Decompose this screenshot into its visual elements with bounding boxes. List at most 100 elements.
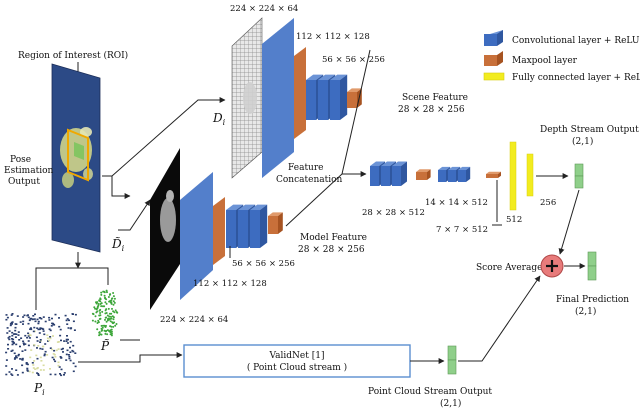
model-point bbox=[101, 310, 104, 313]
scene-point bbox=[33, 344, 36, 346]
scene-point bbox=[67, 327, 70, 329]
model-point bbox=[91, 312, 94, 315]
model-point bbox=[110, 334, 113, 337]
scene-point bbox=[49, 368, 51, 370]
model-point bbox=[99, 333, 102, 336]
scene-point bbox=[26, 363, 29, 366]
model-point bbox=[105, 312, 108, 314]
scene-point bbox=[74, 313, 77, 316]
scene-point bbox=[49, 373, 52, 376]
scene-point bbox=[41, 348, 44, 350]
model-point bbox=[103, 290, 106, 293]
scene-point bbox=[15, 356, 18, 359]
scene-point bbox=[19, 358, 22, 360]
scene-point bbox=[54, 360, 57, 363]
scene-point bbox=[5, 373, 8, 376]
scene-point bbox=[36, 327, 39, 329]
scene-point bbox=[73, 329, 76, 331]
scene-point bbox=[32, 315, 35, 317]
scene-point bbox=[42, 316, 45, 318]
model-point bbox=[109, 320, 112, 323]
scene-point bbox=[10, 350, 13, 352]
scene-point bbox=[33, 360, 36, 362]
scene-point bbox=[58, 325, 61, 328]
scene-point bbox=[23, 314, 26, 317]
scene-point bbox=[63, 372, 66, 374]
scene-point bbox=[49, 336, 52, 338]
scene-point bbox=[53, 349, 56, 352]
scene-point bbox=[11, 313, 14, 315]
scene-point bbox=[51, 348, 54, 351]
scene-point bbox=[51, 356, 54, 359]
scene-point bbox=[36, 357, 39, 360]
scene-point bbox=[64, 314, 67, 317]
model-point bbox=[104, 332, 107, 335]
model-point bbox=[104, 309, 107, 312]
scene-point bbox=[67, 338, 69, 341]
scene-point bbox=[66, 342, 69, 344]
validnet-line1: ValidNet [1] bbox=[269, 351, 325, 361]
legend-conv-swatch bbox=[484, 30, 503, 46]
dim-7x7x512: 7 × 7 × 512 bbox=[436, 225, 488, 235]
scene-point bbox=[22, 316, 25, 318]
scene-point bbox=[15, 323, 18, 325]
scene-depth-image bbox=[231, 17, 263, 179]
scene-point bbox=[38, 328, 41, 331]
scene-point bbox=[37, 320, 40, 323]
scene-point bbox=[7, 348, 10, 350]
scene-point bbox=[74, 352, 77, 354]
model-point bbox=[103, 294, 106, 297]
model-point bbox=[93, 306, 96, 309]
legend-pool-swatch bbox=[484, 51, 503, 66]
scene-point bbox=[69, 346, 71, 349]
scene-point bbox=[56, 341, 59, 343]
scene-point bbox=[42, 328, 45, 330]
scene-point bbox=[39, 369, 42, 371]
scene-point bbox=[48, 339, 51, 342]
scene-point bbox=[68, 319, 70, 322]
scene-point bbox=[11, 374, 14, 376]
scene-point bbox=[51, 322, 54, 325]
scene-point bbox=[6, 316, 9, 319]
legend-fc-swatch bbox=[483, 72, 505, 81]
scene-point bbox=[39, 339, 42, 341]
scene-point bbox=[11, 368, 13, 370]
scene-feature-dim: 28 × 28 × 256 bbox=[398, 105, 465, 115]
scene-point bbox=[59, 356, 62, 358]
scene-point bbox=[38, 317, 41, 319]
pose-label-2: Estimation bbox=[4, 166, 53, 176]
bottom-pool-1 bbox=[213, 197, 225, 265]
scene-point bbox=[42, 345, 45, 348]
scene-point bbox=[52, 335, 54, 337]
model-point bbox=[110, 302, 113, 305]
model-point bbox=[109, 293, 112, 296]
model-point bbox=[109, 315, 112, 318]
scene-point bbox=[59, 373, 61, 375]
model-point bbox=[98, 309, 101, 312]
scene-point bbox=[28, 333, 31, 336]
model-point bbox=[94, 320, 97, 323]
scene-point bbox=[22, 340, 25, 343]
validnet-line2: ( Point Cloud stream ) bbox=[247, 362, 347, 373]
scene-point bbox=[46, 337, 49, 340]
pose-estimation-image bbox=[51, 63, 101, 253]
model-point bbox=[112, 292, 115, 294]
scene-point bbox=[39, 327, 42, 329]
model-point bbox=[107, 296, 110, 298]
scene-point bbox=[21, 350, 24, 352]
model-point bbox=[105, 302, 108, 305]
scene-point bbox=[25, 363, 28, 365]
scene-point bbox=[11, 340, 14, 343]
scene-point bbox=[42, 364, 45, 367]
scene-point bbox=[44, 350, 47, 353]
scene-point bbox=[11, 349, 14, 352]
scene-point bbox=[52, 353, 55, 355]
scene-point bbox=[8, 335, 11, 338]
fc-layer-256 bbox=[526, 153, 534, 197]
scene-point bbox=[66, 349, 69, 352]
model-point bbox=[104, 301, 107, 304]
scene-point bbox=[65, 359, 68, 361]
scene-point bbox=[63, 340, 66, 342]
scene-point bbox=[26, 367, 29, 370]
